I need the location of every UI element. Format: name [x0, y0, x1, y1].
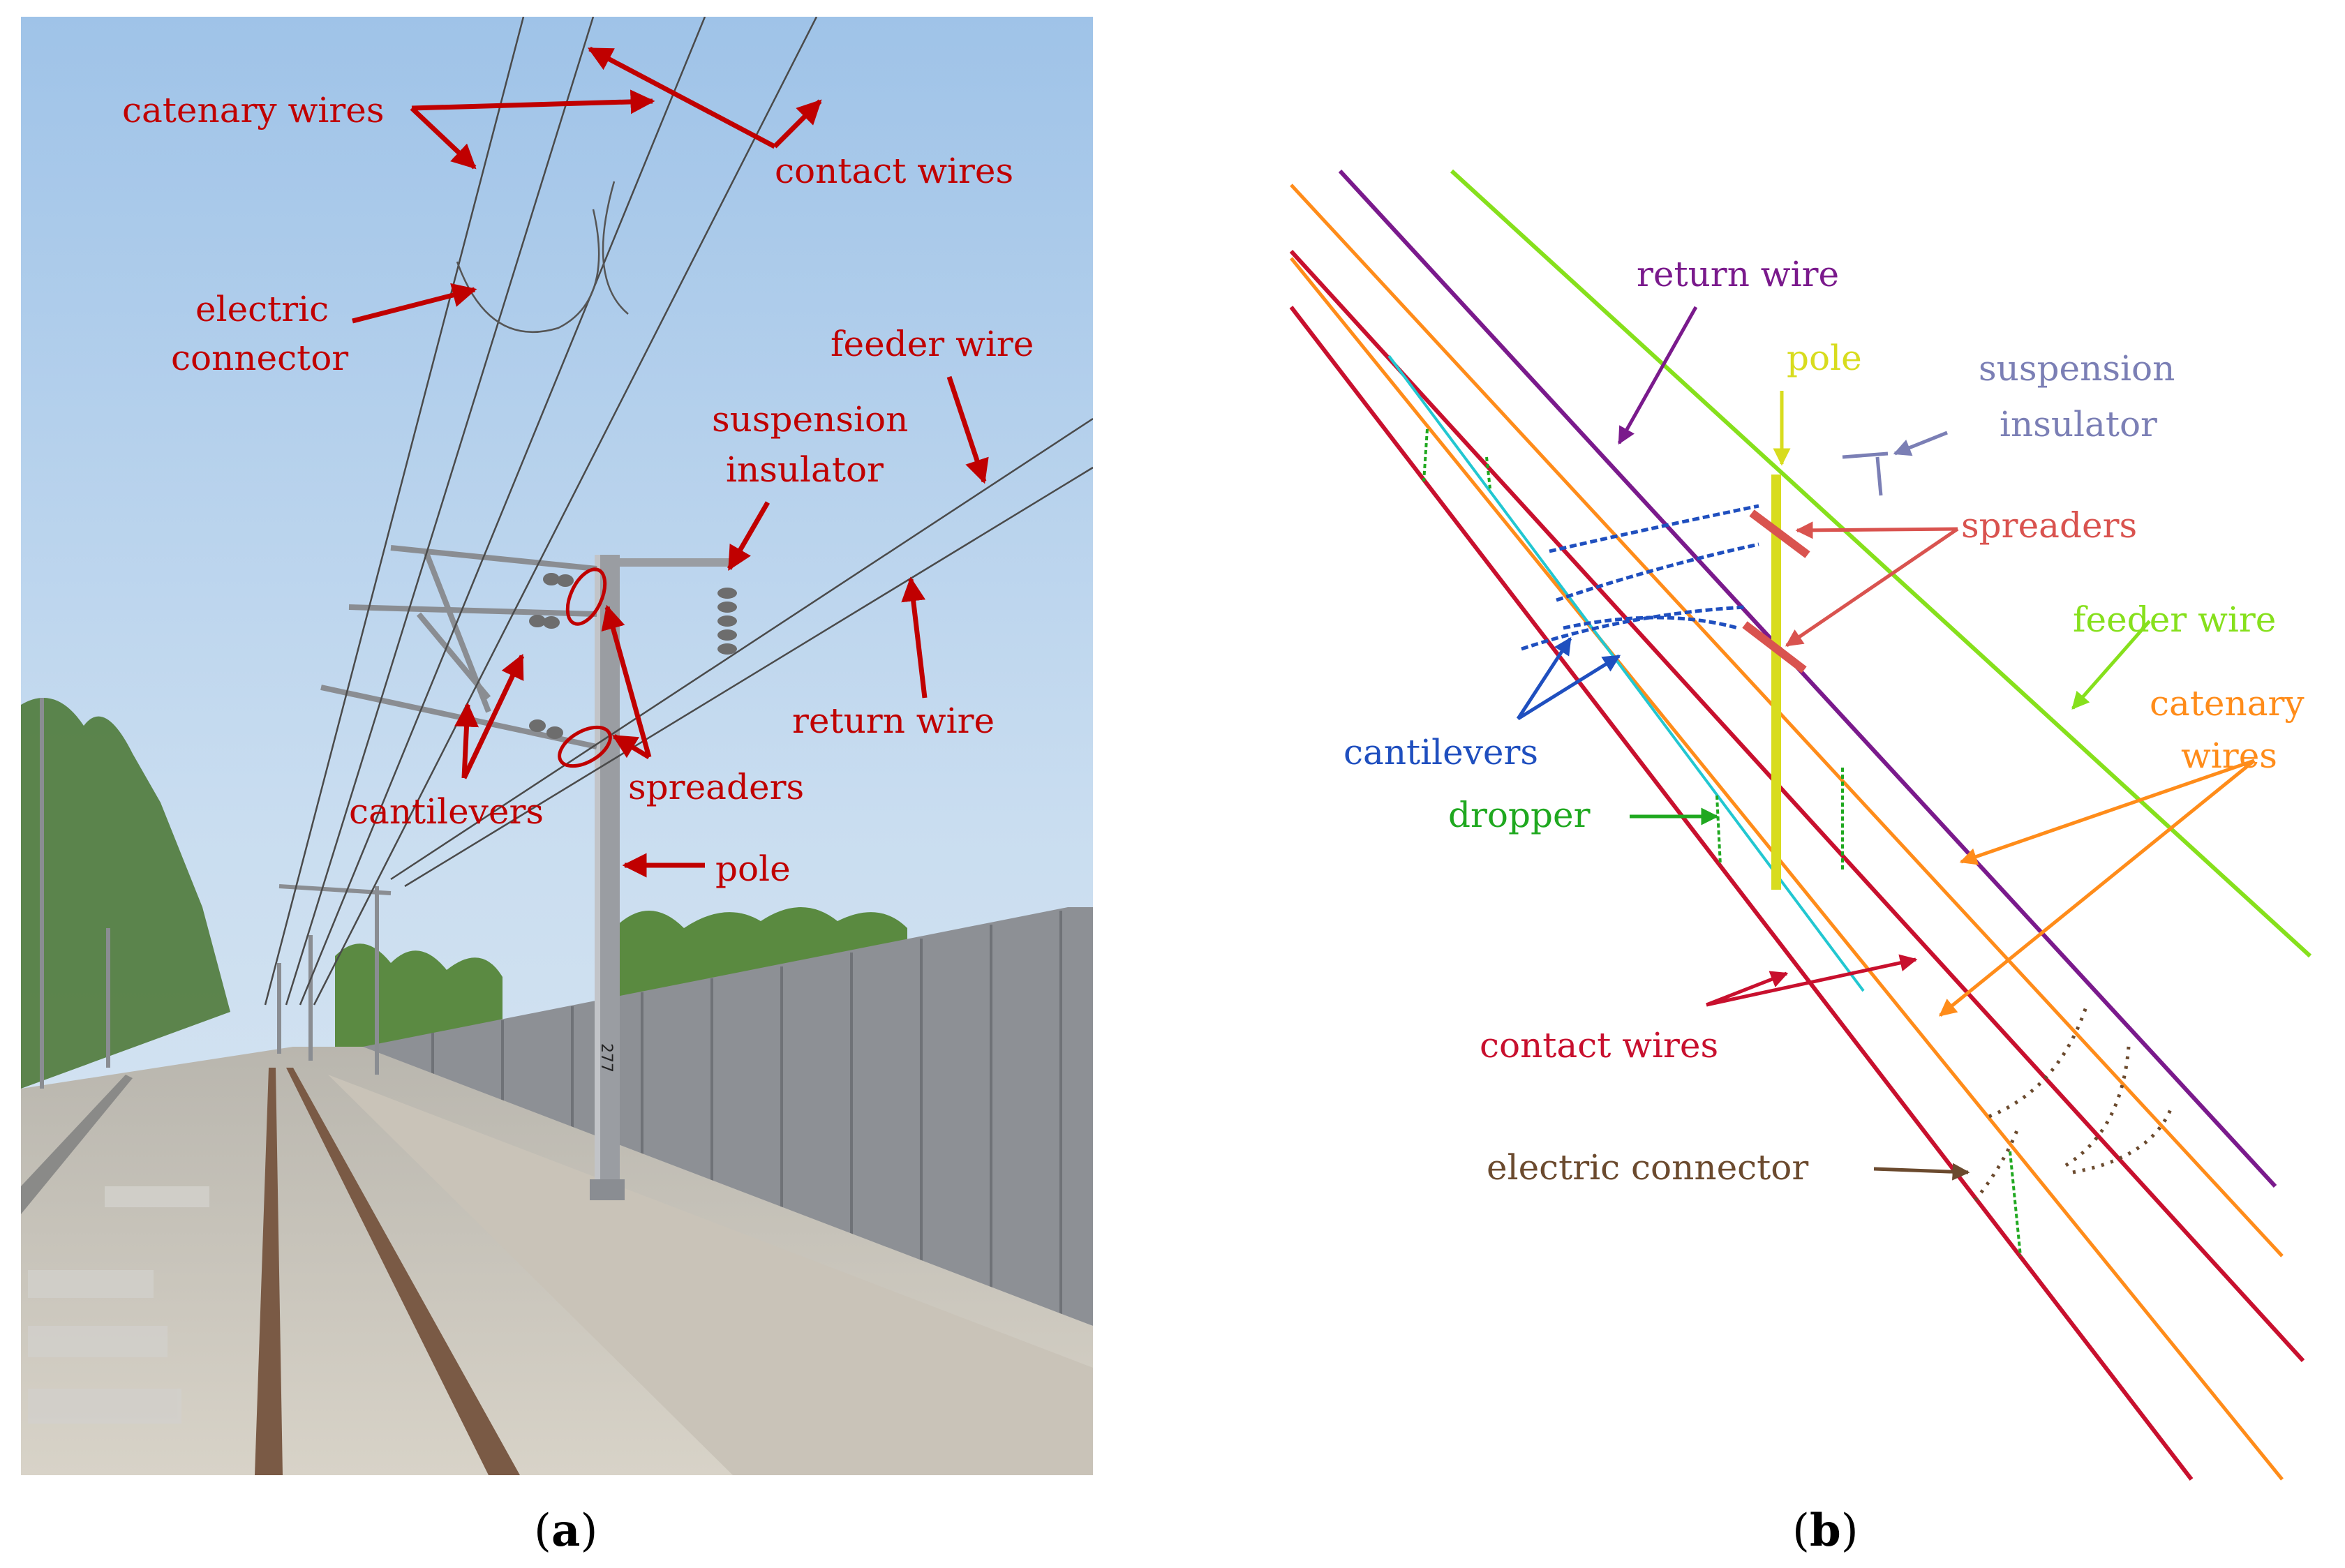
- caption-a: (a): [534, 1504, 597, 1557]
- label-b-insulator: insulator: [2000, 404, 2157, 445]
- b-catenary-wire-1: [1290, 184, 2284, 1257]
- panel-b-diagram: [1289, 169, 2312, 1481]
- label-b-electric-connector: electric connector: [1487, 1147, 1808, 1188]
- label-a-connector: connector: [171, 338, 348, 378]
- label-b-contact-wires: contact wires: [1480, 1025, 1718, 1066]
- label-a-pole: pole: [715, 849, 791, 889]
- label-a-suspension: suspension: [712, 399, 908, 440]
- label-a-catenary-wires: catenary wires: [122, 90, 385, 130]
- caption-a-letter: a: [551, 1504, 580, 1557]
- label-a-insulator: insulator: [726, 449, 884, 490]
- b-return-wire: [1338, 169, 2277, 1188]
- label-a-spreaders: spreaders: [628, 767, 804, 807]
- label-a-return-wire: return wire: [792, 701, 995, 741]
- label-b-pole: pole: [1787, 338, 1862, 378]
- b-droppers: [1422, 428, 2022, 1257]
- label-b-feeder-wire: feeder wire: [2073, 599, 2276, 640]
- label-a-cantilevers: cantilevers: [349, 791, 544, 832]
- panel-b-arrows: [1516, 306, 2256, 1181]
- label-b-cantilevers: cantilevers: [1343, 732, 1538, 772]
- panel-a-photo: 277: [21, 17, 1093, 1475]
- label-a-feeder-wire: feeder wire: [831, 324, 1034, 364]
- b-catenary-wire-2: [1290, 257, 2284, 1481]
- b-electric-connector: [1974, 1004, 2173, 1202]
- label-b-suspension: suspension: [1979, 348, 2175, 389]
- label-b-catenary: catenary: [2150, 683, 2305, 724]
- b-cyan-wire: [1387, 354, 1865, 992]
- pole-number: 277: [597, 1043, 615, 1073]
- b-spreader-1: [1749, 509, 1810, 558]
- panel-a-arrows: [352, 46, 989, 878]
- label-b-return-wire: return wire: [1637, 254, 1839, 294]
- b-contact-wire-1: [1289, 249, 2305, 1363]
- b-spreader-2: [1742, 621, 1807, 673]
- panel-b-labels: return wire pole suspension insulator sp…: [1343, 254, 2305, 1188]
- label-a-contact-wires: contact wires: [775, 151, 1013, 191]
- caption-b: (b): [1792, 1504, 1859, 1557]
- b-contact-wire-2: [1289, 306, 2194, 1481]
- label-b-wires: wires: [2181, 736, 2277, 776]
- label-a-electric: electric: [195, 289, 329, 329]
- label-b-dropper: dropper: [1448, 795, 1591, 835]
- label-b-spreaders: spreaders: [1961, 505, 2137, 546]
- b-feeder-wire: [1450, 169, 2312, 958]
- b-suspension-insulator: [1842, 451, 1889, 496]
- panel-a-labels: catenary wires contact wires electric co…: [122, 90, 1034, 889]
- caption-b-letter: b: [1810, 1504, 1841, 1557]
- b-cantilevers: [1521, 504, 1759, 651]
